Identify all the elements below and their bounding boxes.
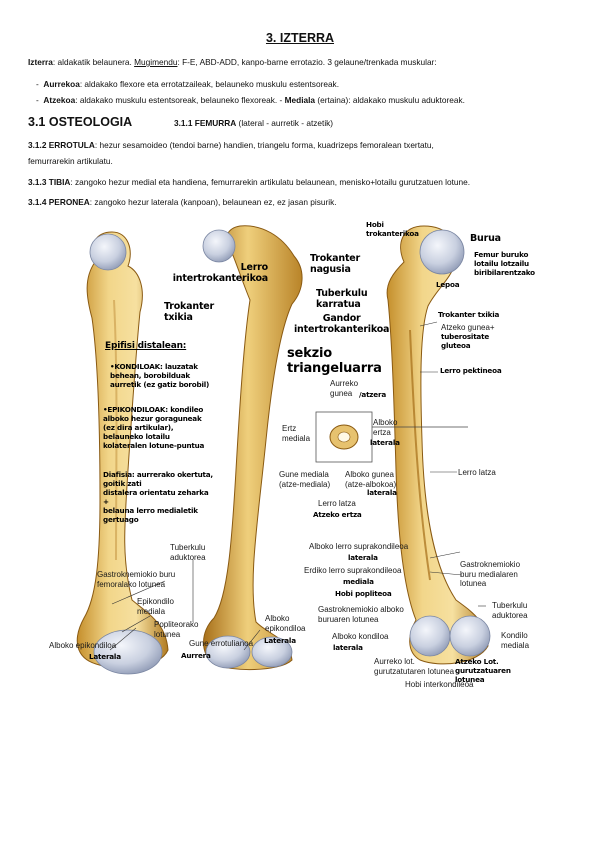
handwritten-laterala-box: laterala xyxy=(370,438,400,447)
label-aurreko-gunea: Aurreko gunea xyxy=(330,379,358,398)
label-lerro-latza-box: Lerro latza xyxy=(318,499,356,509)
handwritten-sekzio: sekzio triangeluarra xyxy=(287,346,382,376)
label-gune-errotulianoa: Gune errotulianoa xyxy=(189,639,253,649)
label-alboko-epikondiloa-mid: Alboko epikondiloa xyxy=(265,614,305,633)
handwritten-hobi-trokanterikoa: Hobi trokanterikoa xyxy=(366,220,419,238)
handwritten-femur-buruko: Femur buruko lotailu lotzailu biribilare… xyxy=(474,250,535,277)
handwritten-laterala-2: Laterala xyxy=(264,636,296,645)
handwritten-epikondiloak: •EPIKONDILOAK: kondileo alboko hezur gor… xyxy=(103,405,204,450)
handwritten-atzeko-ertza: Atzeko ertza xyxy=(313,510,362,519)
handwritten-laterala-box2: laterala xyxy=(367,488,397,497)
label-gastro-lateral: Gastroknemiokio buru femoralako lotunea xyxy=(97,570,175,589)
handwritten-mediala: mediala xyxy=(343,577,374,586)
femur-anterior-view xyxy=(203,226,302,670)
handwritten-aurrekoa-atzera: /atzera xyxy=(359,390,386,399)
label-lerro-latza: Lerro latza xyxy=(458,468,496,478)
label-tuberkulu-aduktorea-right: Tuberkulu aduktorea xyxy=(492,601,528,620)
label-aurreko-lot: Aurreko lot. gurutzatutaren lotunea xyxy=(374,657,454,676)
handwritten-tuberositate: tuberositate gluteoa xyxy=(441,332,489,350)
handwritten-hobi-popliteoa: Hobi popliteoa xyxy=(335,589,392,598)
handwritten-lepoa: Lepoa xyxy=(436,280,459,289)
label-epikondilo-mediala: Epikondilo mediala xyxy=(137,597,174,616)
label-alboko-epikondiloa-left: Alboko epikondiloa xyxy=(49,641,116,651)
handwritten-trokanter-txikia-left: Trokanter txikia xyxy=(164,301,234,323)
handwritten-laterala-1: Laterala xyxy=(89,652,121,661)
handwritten-diafisia: Diafisia: aurrerako okertuta, goitik zat… xyxy=(103,470,213,524)
handwritten-kondiloak: •KONDILOAK: lauzatak behean, borobilduak… xyxy=(110,362,209,389)
label-gastro-medial: Gastroknemiokio buru medialaren lotunea xyxy=(460,560,520,589)
handwritten-laterala-3: laterala xyxy=(348,553,378,562)
label-ertz-mediala: Ertz mediala xyxy=(282,424,310,443)
handwritten-lerro-pektineoa: Lerro pektineoa xyxy=(440,366,501,375)
handwritten-laterala-4: laterala xyxy=(333,643,363,652)
handwritten-lerro-intertrokanterikoa: Lerro intertrokanterikoa xyxy=(150,262,268,284)
handwritten-aurrera: Aurrera xyxy=(181,651,211,660)
label-alboko-lerro-supra: Alboko lerro suprakondileoa xyxy=(309,542,408,552)
handwritten-burua: Burua xyxy=(470,233,501,244)
handwritten-tuberkulu-karratua: Tuberkulu karratua xyxy=(316,288,367,310)
handwritten-trokanter-txikia-right: Trokanter txikia xyxy=(438,310,499,319)
label-erdiko-lerro-supra: Erdiko lerro suprakondileoa xyxy=(304,566,401,576)
handwritten-gandor: Gandor intertrokanterikoa xyxy=(294,313,389,335)
label-gastro-alboko: Gastroknemiokio alboko buruaren lotunea xyxy=(318,605,404,624)
label-gune-mediala: Gune mediala (atze-mediala) xyxy=(279,470,330,489)
handwritten-trokanter-nagusia: Trokanter nagusia xyxy=(310,253,360,275)
label-alboko-kondiloa: Alboko kondiloa xyxy=(332,632,388,642)
label-popliteoarako: Popliteorako lotunea xyxy=(154,620,198,639)
handwritten-atzeko-lot: Atzeko Lot. gurutzatuaren lotunea xyxy=(455,657,511,684)
label-alboko-gunea: Alboko gunea (atze-albokoa) xyxy=(345,470,396,489)
handwritten-epifisi-distalean: Epifisi distalean: xyxy=(105,341,186,352)
label-kondilo-mediala: Kondilo mediala xyxy=(501,631,529,650)
femur-posterior-view xyxy=(387,226,490,664)
label-tuberkulu-aduktorea: Tuberkulu aduktorea xyxy=(170,543,206,562)
label-alboko-ertza: Alboko ertza xyxy=(373,418,397,437)
